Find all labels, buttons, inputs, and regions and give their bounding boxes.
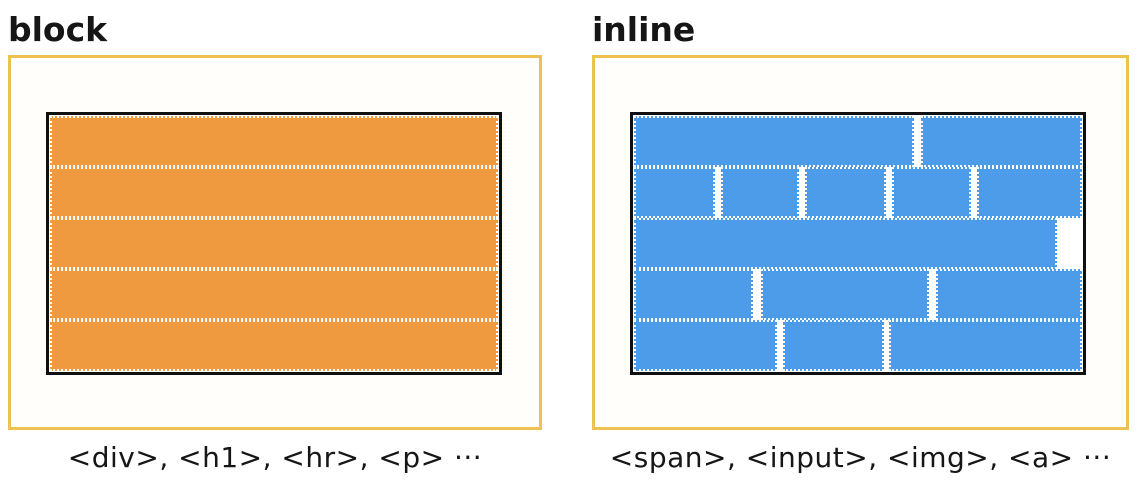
inline-element-bar <box>889 320 1082 371</box>
inline-elements-box <box>630 112 1086 375</box>
inline-element-bar <box>634 218 1058 269</box>
panel-block-title: block <box>8 10 108 49</box>
block-elements-box <box>46 112 502 375</box>
panel-inline-caption: <span>, <input>, <img>, <a> ··· <box>609 441 1112 474</box>
block-row <box>50 167 498 218</box>
inline-element-bar <box>634 167 715 218</box>
inline-element-bar <box>720 167 800 218</box>
block-element-bar <box>50 167 498 218</box>
inline-element-bar <box>976 167 1082 218</box>
inline-row <box>634 116 1082 167</box>
inline-row <box>634 218 1082 269</box>
block-row <box>50 320 498 371</box>
panel-inline-title: inline <box>592 10 696 49</box>
inline-element-bar <box>634 116 914 167</box>
panel-block-outer-box <box>8 55 542 430</box>
inline-element-bar <box>782 320 884 371</box>
inline-element-bar <box>760 269 929 320</box>
panel-block-caption: <div>, <h1>, <hr>, <p> ··· <box>67 441 483 474</box>
block-element-bar <box>50 116 498 167</box>
panel-inline-outer-box <box>592 55 1129 430</box>
block-row <box>50 269 498 320</box>
inline-row <box>634 269 1082 320</box>
inline-row <box>634 320 1082 371</box>
inline-element-bar <box>634 269 753 320</box>
block-row <box>50 218 498 269</box>
inline-row <box>634 167 1082 218</box>
block-element-bar <box>50 320 498 371</box>
block-element-bar <box>50 269 498 320</box>
inline-element-bar <box>920 116 1082 167</box>
panel-inline: inline <span>, <input>, <img>, <a> ··· <box>592 0 1129 493</box>
block-row <box>50 116 498 167</box>
panel-block: block <div>, <h1>, <hr>, <p> ··· <box>8 0 542 493</box>
block-element-bar <box>50 218 498 269</box>
inline-element-bar <box>634 320 778 371</box>
inline-element-bar <box>936 269 1082 320</box>
inline-element-bar <box>892 167 971 218</box>
inline-element-bar <box>805 167 886 218</box>
